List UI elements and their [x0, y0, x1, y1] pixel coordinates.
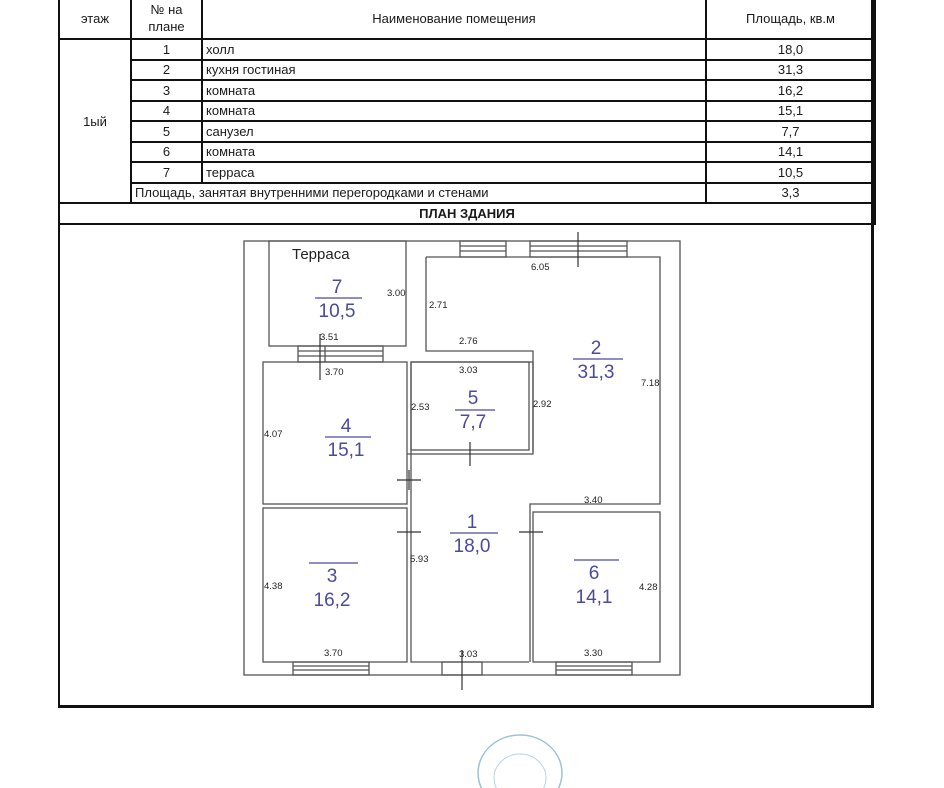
row-area: 16,2	[705, 79, 876, 102]
outer-wall	[243, 240, 681, 676]
dim-terrace-height: 3.00	[387, 288, 406, 299]
room-5-number: 5	[468, 388, 479, 409]
dim-terrace-width: 3.51	[320, 332, 339, 343]
dim-kitchen-top: 6.05	[531, 262, 550, 273]
window-icon	[555, 661, 633, 676]
dim-bath-right: 2.92	[533, 399, 552, 410]
room-7-area: 10,5	[319, 301, 356, 322]
document-sheet	[58, 0, 874, 708]
row-name: комната	[201, 79, 707, 102]
row-no: 6	[130, 140, 203, 163]
room-3-number: 3	[327, 566, 338, 587]
floor-plan-drawing: Терраса 7 10,5 2 31,3 5 7,7 4 15,1 1 18,…	[243, 232, 681, 690]
dim-bath-left: 2.53	[411, 402, 430, 413]
room-3-area: 16,2	[314, 590, 351, 611]
row-name: холл	[201, 38, 707, 61]
partitions-row: Площадь, занятая внутренними перегородка…	[59, 181, 876, 204]
room-1-area: 18,0	[454, 536, 491, 557]
room-2-area: 31,3	[578, 362, 615, 383]
table-header-row: этаж № на плане Наименование помещения П…	[58, 0, 876, 40]
window-icon	[459, 240, 507, 258]
room-6-area: 14,1	[576, 587, 613, 608]
row-area: 18,0	[705, 38, 876, 61]
table-row: 4 комната 15,1	[59, 99, 876, 122]
room-4	[262, 361, 408, 505]
door-icon	[297, 345, 384, 363]
dim-kitchen-left: 2.71	[429, 300, 448, 311]
room-2-number: 2	[591, 338, 602, 359]
dim-room4-left: 4.07	[264, 429, 283, 440]
stamp-seal-icon	[477, 734, 563, 788]
row-area: 31,3	[705, 58, 876, 81]
row-area: 10,5	[705, 161, 876, 184]
dim-room6-right: 4.28	[639, 582, 658, 593]
table-row: 7 терраса 10,5	[59, 161, 876, 184]
row-name: кухня гостиная	[201, 58, 707, 81]
row-name: санузел	[201, 120, 707, 143]
row-no: 4	[130, 99, 203, 122]
dim-hall-bottom: 3.03	[459, 649, 478, 660]
terrace-label: Терраса	[292, 246, 350, 263]
row-no: 2	[130, 58, 203, 81]
area-fraction-lines	[309, 297, 623, 564]
row-name: комната	[201, 140, 707, 163]
row-area: 15,1	[705, 99, 876, 122]
room-specification-table: этаж № на плане Наименование помещения П…	[58, 0, 876, 225]
row-no: 5	[130, 120, 203, 143]
room-7-number: 7	[332, 277, 343, 298]
row-no: 3	[130, 79, 203, 102]
plan-title-row: ПЛАН ЗДАНИЯ	[58, 202, 876, 225]
header-floor: этаж	[58, 0, 132, 40]
dim-kitchen-inner: 2.76	[459, 336, 478, 347]
room-5-area: 7,7	[460, 412, 486, 433]
dim-room3-bottom: 3.70	[324, 648, 343, 659]
room-5-bath-outer	[410, 361, 534, 455]
header-plan-no: № на плане	[130, 0, 203, 40]
window-icon	[292, 661, 370, 676]
dim-room4-top: 3.70	[325, 367, 344, 378]
partitions-area: 3,3	[705, 181, 876, 204]
row-area: 14,1	[705, 140, 876, 163]
dim-kitchen-right: 7.18	[641, 378, 660, 389]
table-row: 2 кухня гостиная 31,3	[59, 58, 876, 81]
floor-cell: 1ый	[58, 38, 132, 204]
room-1-hall	[410, 454, 529, 663]
room-4-area: 15,1	[328, 440, 365, 461]
header-area: Площадь, кв.м	[705, 0, 876, 40]
door-marks	[319, 232, 579, 690]
floor-plan: Терраса 7 10,5 2 31,3 5 7,7 4 15,1 1 18,…	[240, 232, 690, 692]
dim-bath-top: 3.03	[459, 365, 478, 376]
header-room-name: Наименование помещения	[201, 0, 707, 40]
row-area: 7,7	[705, 120, 876, 143]
room-6-number: 6	[589, 563, 600, 584]
table-row: 1ый 1 холл 18,0	[58, 38, 876, 204]
room-4-number: 4	[341, 416, 352, 437]
partitions-label: Площадь, занятая внутренними перегородка…	[130, 181, 707, 204]
row-name: комната	[201, 99, 707, 122]
row-no: 7	[130, 161, 203, 184]
table-row: 5 санузел 7,7	[59, 120, 876, 143]
row-name: терраса	[201, 161, 707, 184]
dim-room3-left: 4.38	[264, 581, 283, 592]
room-1-number: 1	[467, 512, 478, 533]
dim-hall-height: 5.93	[410, 554, 429, 565]
row-no: 1	[130, 38, 203, 61]
table-row: 3 комната 16,2	[59, 79, 876, 102]
room-2-kitchen-walls	[425, 256, 661, 662]
dim-room6-top: 3.40	[584, 495, 603, 506]
dim-room6-bottom: 3.30	[584, 648, 603, 659]
table-row: 6 комната 14,1	[59, 140, 876, 163]
plan-title: ПЛАН ЗДАНИЯ	[58, 202, 876, 225]
